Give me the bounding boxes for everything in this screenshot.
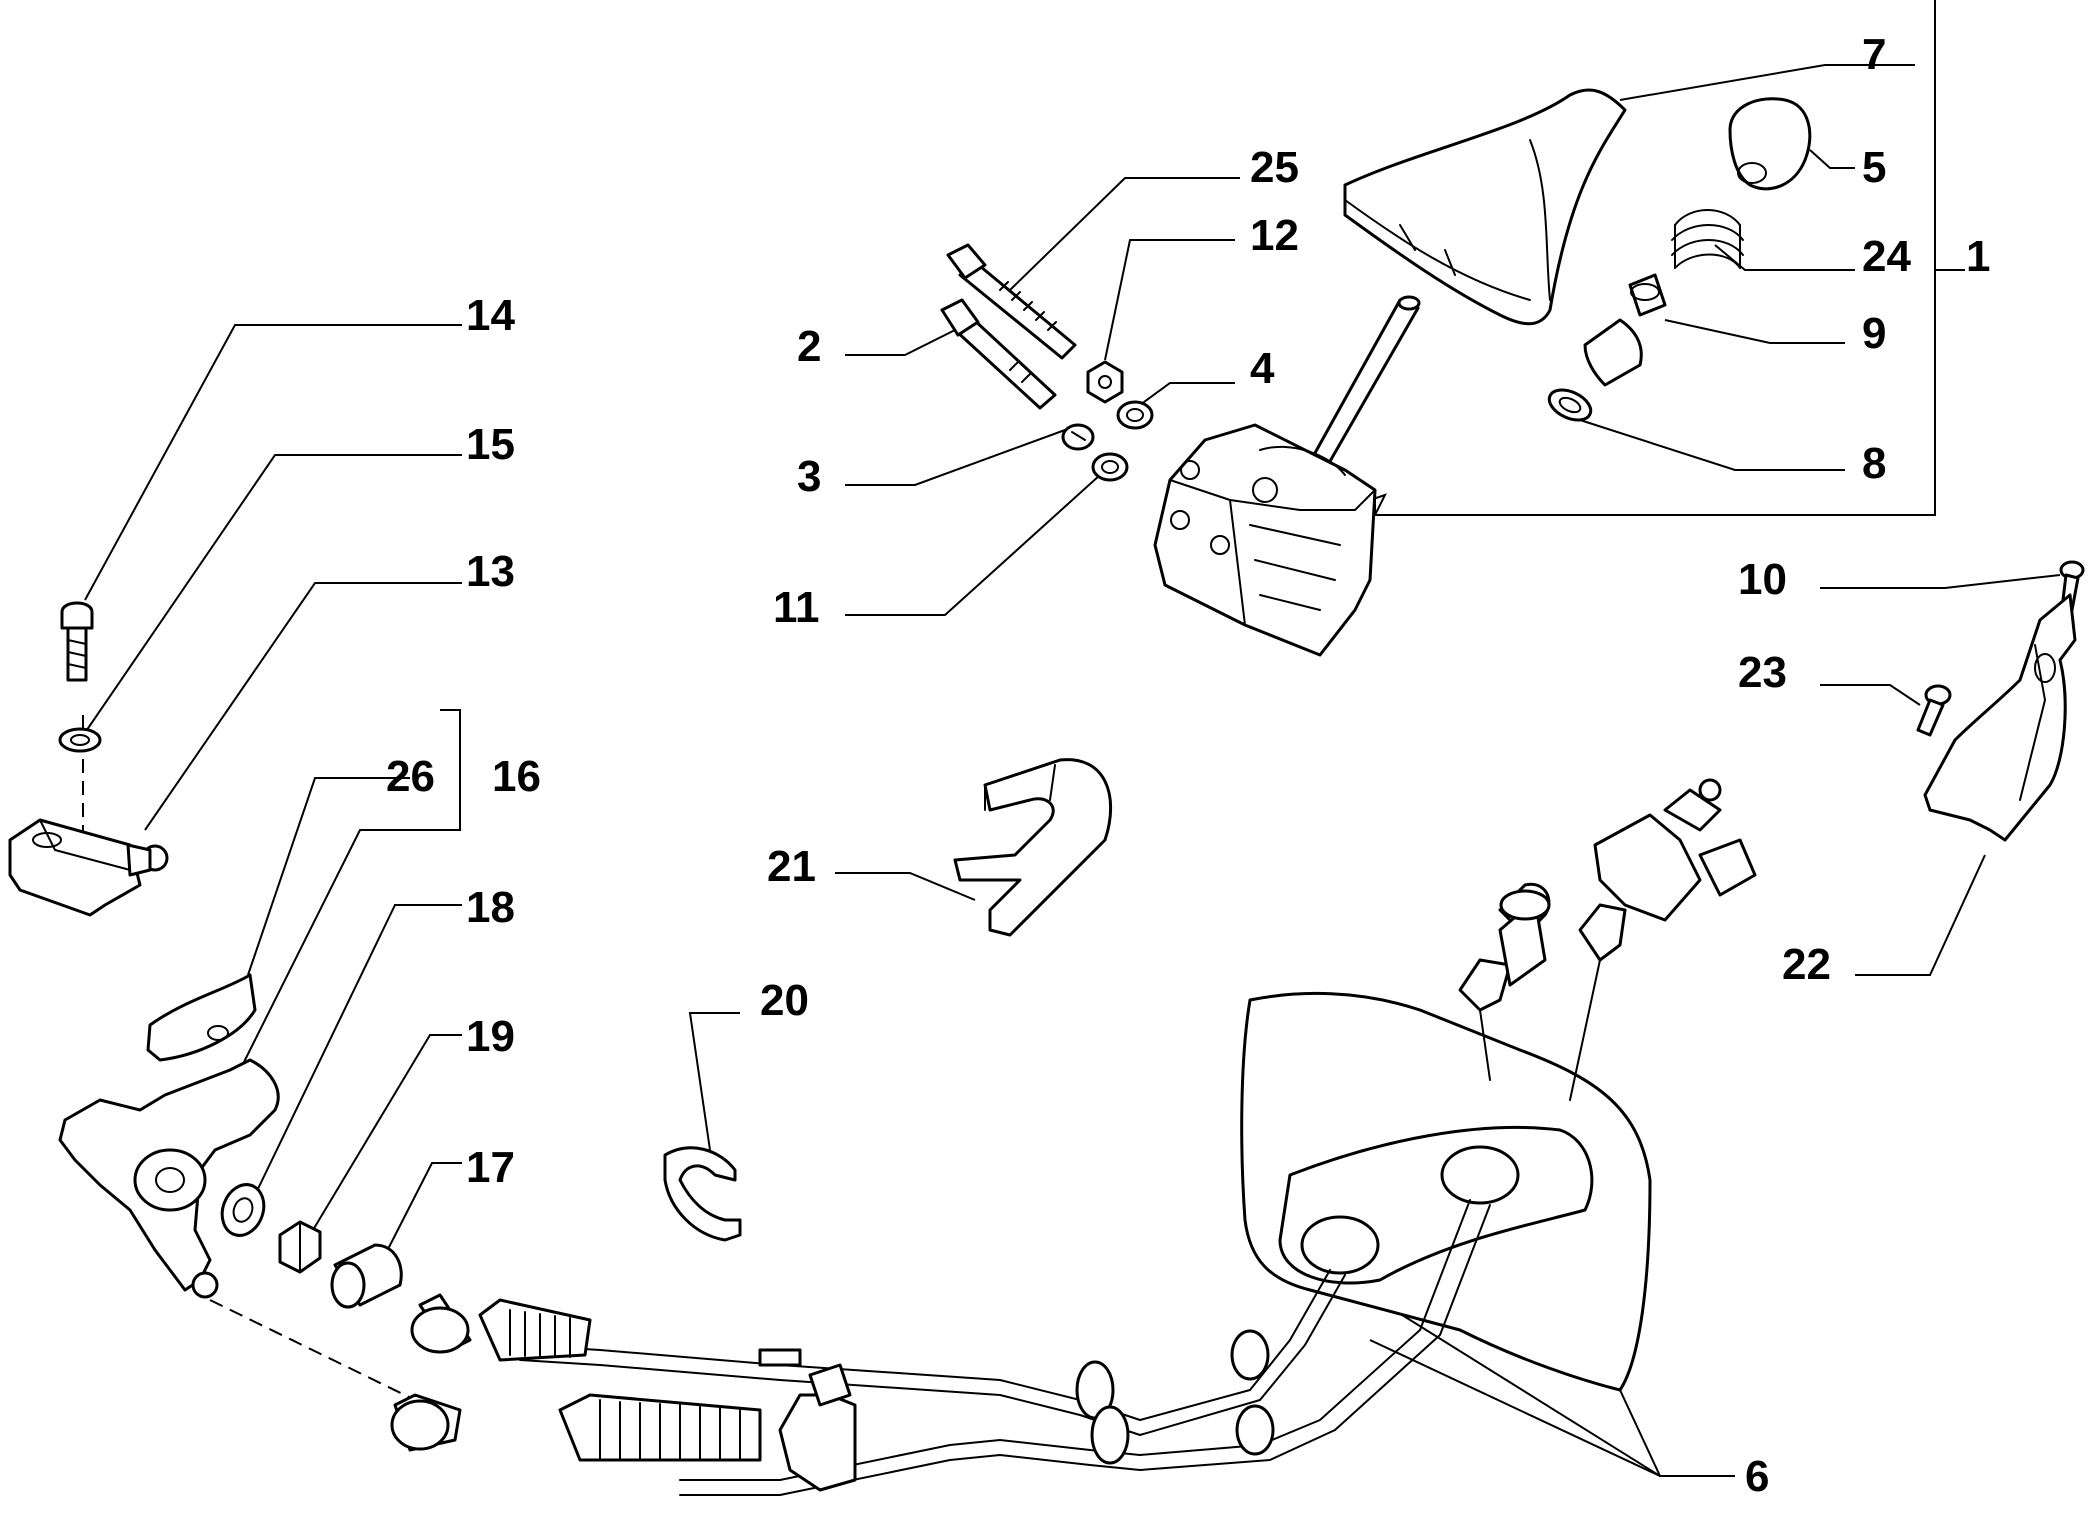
callout-8: 8 <box>1862 439 1886 488</box>
gearshift-housing <box>1153 423 1377 657</box>
bushing <box>1583 273 1667 387</box>
callout-21: 21 <box>767 842 816 891</box>
leader-lines <box>79 0 2061 1477</box>
callout-24: 24 <box>1862 232 1911 281</box>
callout-10: 10 <box>1738 555 1787 604</box>
washer-15 <box>58 727 102 753</box>
callout-4: 4 <box>1250 344 1275 393</box>
callout-6: 6 <box>1745 1452 1769 1501</box>
callout-14: 14 <box>466 291 515 340</box>
callout-25: 25 <box>1250 143 1299 192</box>
callout-13: 13 <box>466 547 515 596</box>
cable-guide-21 <box>953 758 1113 937</box>
screw-23 <box>1916 684 1952 737</box>
bracket-22 <box>1923 593 2077 842</box>
callout-12: 12 <box>1250 211 1299 260</box>
callout-16: 16 <box>492 752 541 801</box>
callout-26: 26 <box>386 752 435 801</box>
spring <box>1671 209 1744 269</box>
callout-15: 15 <box>466 420 515 469</box>
shift-lever-rod <box>1308 295 1421 472</box>
cable-assembly <box>390 778 1757 1496</box>
clip-20 <box>663 1146 742 1242</box>
callout-1: 1 <box>1966 232 1990 281</box>
callout-9: 9 <box>1862 309 1886 358</box>
callout-18: 18 <box>466 883 515 932</box>
washer-18 <box>220 1183 266 1237</box>
bolt-25 <box>946 243 1077 360</box>
clip-3 <box>1061 423 1095 451</box>
callout-7: 7 <box>1862 30 1886 79</box>
washer-4 <box>1116 400 1154 430</box>
selector-lever <box>58 1058 280 1299</box>
bushing-17 <box>330 1243 403 1309</box>
callout-5: 5 <box>1862 143 1886 192</box>
callout-3: 3 <box>797 452 821 501</box>
callout-20: 20 <box>760 976 809 1025</box>
callout-22: 22 <box>1782 940 1831 989</box>
washer-8 <box>1547 388 1593 422</box>
callout-23: 23 <box>1738 648 1787 697</box>
callout-19: 19 <box>466 1012 515 1061</box>
cap-26 <box>146 973 257 1062</box>
nut-12 <box>1086 360 1124 404</box>
callout-17: 17 <box>466 1143 515 1192</box>
shift-knob <box>1728 97 1812 191</box>
callout-2: 2 <box>797 322 821 371</box>
nut-19 <box>278 1220 322 1274</box>
bracket-13 <box>8 818 169 917</box>
washer-11 <box>1091 452 1129 482</box>
callout-11: 11 <box>773 583 820 632</box>
bolt-14 <box>60 601 94 682</box>
bolt-2 <box>940 298 1057 410</box>
callout-labels: 1 2 3 4 5 6 7 8 9 10 11 12 13 14 15 16 1… <box>386 30 1990 1501</box>
shift-boot <box>1343 88 1627 326</box>
